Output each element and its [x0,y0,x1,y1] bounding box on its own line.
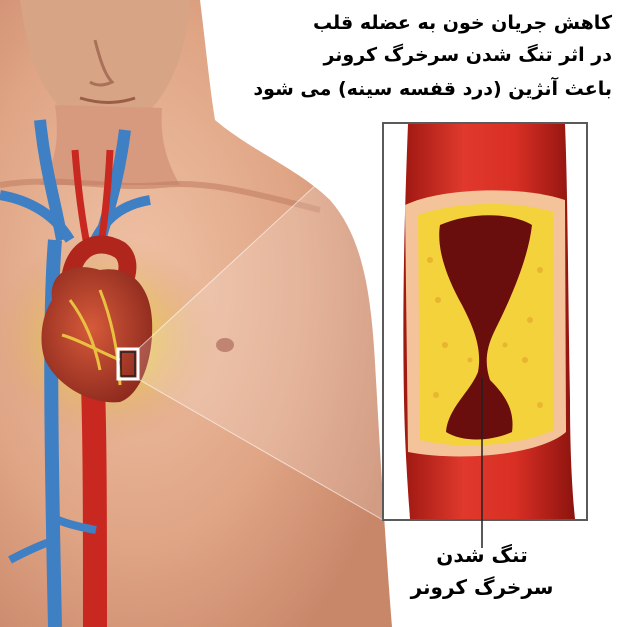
callout-label-line-2: سرخرگ کرونر [362,577,602,597]
callout-label-line-1: تنگ شدن [362,545,602,565]
title-line-2: در اثر تنگ شدن سرخرگ کرونر [323,46,612,65]
title-line-1: کاهش جریان خون به عضله قلب [313,14,612,33]
artery-cross-section [403,124,575,519]
title-line-3: باعث آنژین (درد قفسه سینه) می شود [253,80,612,99]
descending-aorta [92,360,95,627]
